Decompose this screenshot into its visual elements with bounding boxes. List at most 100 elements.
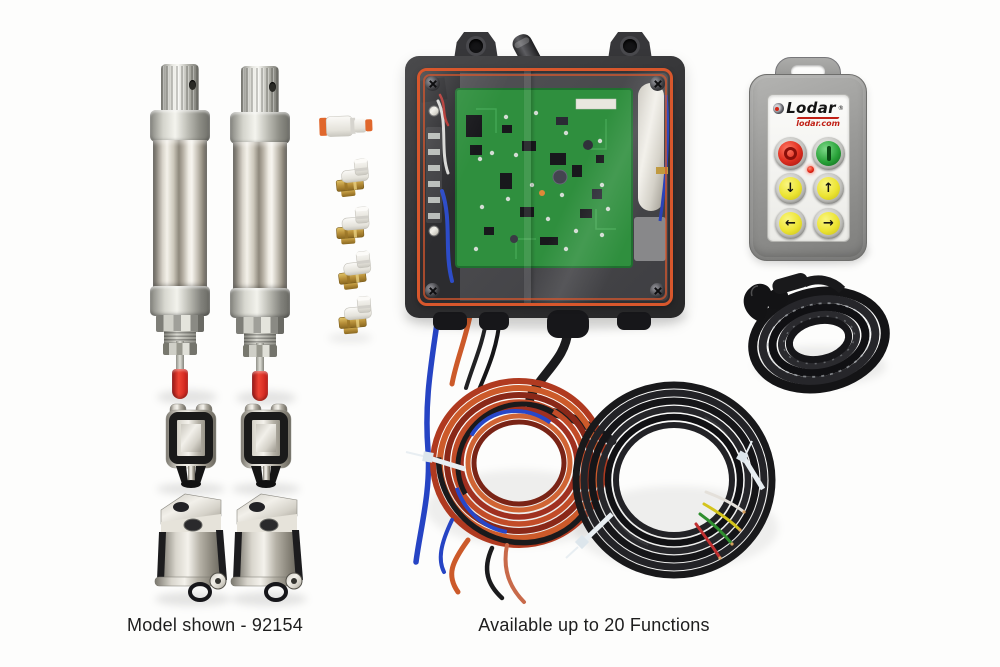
left-button-bezel: ← bbox=[775, 208, 806, 239]
circuit-board bbox=[455, 88, 633, 268]
cylinder-barrel bbox=[153, 140, 207, 288]
down-button: ↓ bbox=[779, 177, 802, 200]
brand-name: Lodar bbox=[786, 99, 836, 117]
right-button-bezel: → bbox=[813, 208, 844, 239]
elbow-fitting-1 bbox=[333, 157, 372, 199]
up-arrow-icon: ↑ bbox=[823, 181, 834, 196]
air-tube-blue bbox=[413, 313, 441, 565]
remote-body: Lodar ® lodar.com ↓ ↑ bbox=[749, 74, 867, 261]
interior-graphics bbox=[420, 77, 670, 283]
cylinder-rod bbox=[176, 341, 184, 371]
interior-wires bbox=[436, 93, 454, 283]
stop-ring-glyph bbox=[784, 147, 797, 160]
relay-tube bbox=[638, 83, 664, 211]
up-button: ↑ bbox=[817, 177, 840, 200]
tube-tail-orange bbox=[449, 537, 471, 595]
cable-coil-black bbox=[565, 381, 776, 579]
cable-gland bbox=[617, 312, 651, 330]
cylinder-neck bbox=[230, 112, 290, 144]
start-button-bezel bbox=[812, 137, 845, 170]
pcb-ics bbox=[466, 115, 604, 245]
caption-functions: Available up to 20 Functions bbox=[478, 615, 710, 635]
strap-clip bbox=[743, 272, 846, 322]
registered-mark: ® bbox=[837, 104, 844, 112]
pcb-ics-2 bbox=[556, 117, 602, 199]
pcb-traces bbox=[476, 108, 616, 259]
start-bar-glyph bbox=[826, 146, 831, 161]
brand-website: lodar.com bbox=[796, 119, 840, 128]
tube-tail-blue bbox=[438, 518, 454, 574]
status-led bbox=[807, 166, 814, 173]
straight-union-fitting bbox=[318, 114, 374, 138]
interior-screw bbox=[428, 225, 440, 237]
cylinder-collar bbox=[230, 288, 290, 318]
down-arrow-icon: ↓ bbox=[785, 181, 796, 196]
remote-faceplate: Lodar ® lodar.com ↓ ↑ bbox=[767, 94, 850, 242]
cylinder-rod-red-tip bbox=[252, 371, 268, 401]
receiver-control-box bbox=[405, 30, 685, 338]
zip-tie bbox=[736, 440, 766, 491]
clevis-bracket-1 bbox=[153, 492, 229, 602]
elbow-fitting-4 bbox=[336, 295, 374, 336]
up-button-bezel: ↑ bbox=[813, 173, 844, 204]
capacitor bbox=[510, 235, 518, 243]
cylinder-mount-clamp-1 bbox=[166, 404, 216, 488]
cylinder-cap bbox=[161, 64, 199, 112]
logo-globe-icon bbox=[773, 103, 785, 114]
cylinder-rod bbox=[256, 343, 264, 373]
wire-ends bbox=[694, 490, 746, 560]
lid-screw bbox=[650, 283, 665, 298]
elbow-fitting-2 bbox=[334, 206, 371, 246]
logo-swoosh bbox=[796, 117, 840, 119]
lid-screw bbox=[425, 76, 440, 91]
cylinder-threaded-stub bbox=[164, 331, 196, 344]
wire-coil-red bbox=[405, 378, 608, 604]
start-button bbox=[816, 141, 841, 166]
terminal-strip bbox=[426, 127, 442, 223]
elbow-fitting-3 bbox=[335, 250, 374, 291]
cylinder-hex-nut bbox=[156, 315, 204, 332]
clevis-bracket-2 bbox=[229, 492, 305, 602]
pneumatic-cylinder-2 bbox=[228, 66, 292, 402]
right-arrow-icon: → bbox=[823, 216, 834, 231]
capacitor bbox=[552, 169, 568, 185]
cylinder-hex-nut bbox=[236, 317, 284, 334]
stop-button bbox=[778, 141, 803, 166]
cylinder-collar bbox=[150, 286, 210, 316]
down-button-bezel: ↓ bbox=[775, 173, 806, 204]
cylinder-threaded-stub bbox=[244, 333, 276, 346]
stop-button-bezel bbox=[774, 137, 807, 170]
capacitor bbox=[583, 140, 593, 150]
cylinder-neck bbox=[150, 110, 210, 142]
cylinder-rod-nut bbox=[163, 343, 197, 355]
lid-screw bbox=[650, 76, 665, 91]
air-tube-orange bbox=[449, 313, 473, 387]
interior-screw bbox=[428, 105, 440, 117]
interior-blue-wire bbox=[658, 94, 670, 222]
left-arrow-icon: ← bbox=[785, 216, 796, 231]
zip-tie bbox=[405, 451, 466, 472]
cylinder-rod-nut bbox=[243, 345, 277, 357]
cable-gland bbox=[547, 310, 589, 338]
cable-gland bbox=[433, 312, 467, 330]
transmitter-remote: Lodar ® lodar.com ↓ ↑ bbox=[749, 57, 869, 263]
interior-module bbox=[634, 217, 666, 261]
left-button: ← bbox=[779, 212, 802, 235]
terminal-pins bbox=[428, 133, 440, 219]
pneumatic-cylinder-1 bbox=[148, 64, 212, 400]
clear-lid-with-gasket bbox=[417, 68, 673, 306]
board-label bbox=[575, 98, 617, 110]
cylinder-barrel bbox=[233, 142, 287, 290]
cylinder-cap bbox=[241, 66, 279, 114]
cylinder-rod-red-tip bbox=[172, 369, 188, 399]
cylinder-mount-clamp-2 bbox=[241, 404, 291, 488]
lid-screw bbox=[425, 283, 440, 298]
caption-model-number: Model shown - 92154 bbox=[127, 615, 303, 635]
lanyard-strap bbox=[743, 272, 890, 394]
brand-logo: Lodar ® lodar.com bbox=[768, 101, 849, 128]
tube-tail-red bbox=[503, 543, 526, 604]
solder-pads bbox=[473, 110, 611, 252]
brass-connector bbox=[656, 167, 668, 174]
